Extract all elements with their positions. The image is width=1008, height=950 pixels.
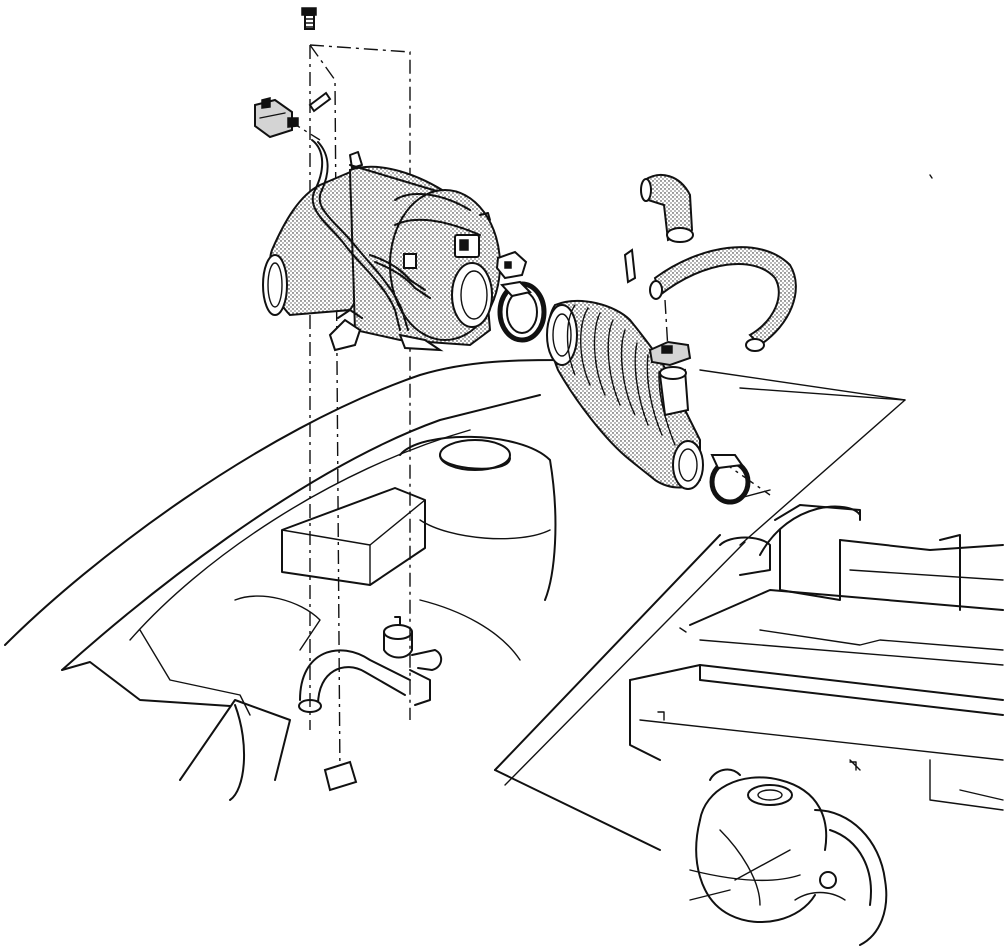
engine-compartment xyxy=(4,354,1004,851)
reference-marks xyxy=(657,174,933,771)
retainer-pin xyxy=(623,248,637,284)
wire-harness xyxy=(311,139,431,331)
hose-clamp-lower xyxy=(709,454,751,505)
breather-hose xyxy=(649,246,797,352)
bolt xyxy=(301,7,317,30)
elbow-hose xyxy=(640,174,694,243)
air-cleaner-housing xyxy=(262,151,501,352)
valve-fitting xyxy=(383,616,443,706)
corrugated-intake-duct xyxy=(546,299,704,490)
bracket-box xyxy=(323,760,358,792)
small-connector xyxy=(495,250,528,280)
pin xyxy=(308,91,332,113)
hose-connector xyxy=(648,340,692,367)
hose-clamp-upper xyxy=(497,280,547,343)
clip-connector xyxy=(254,97,299,139)
turbocharger xyxy=(689,768,888,946)
